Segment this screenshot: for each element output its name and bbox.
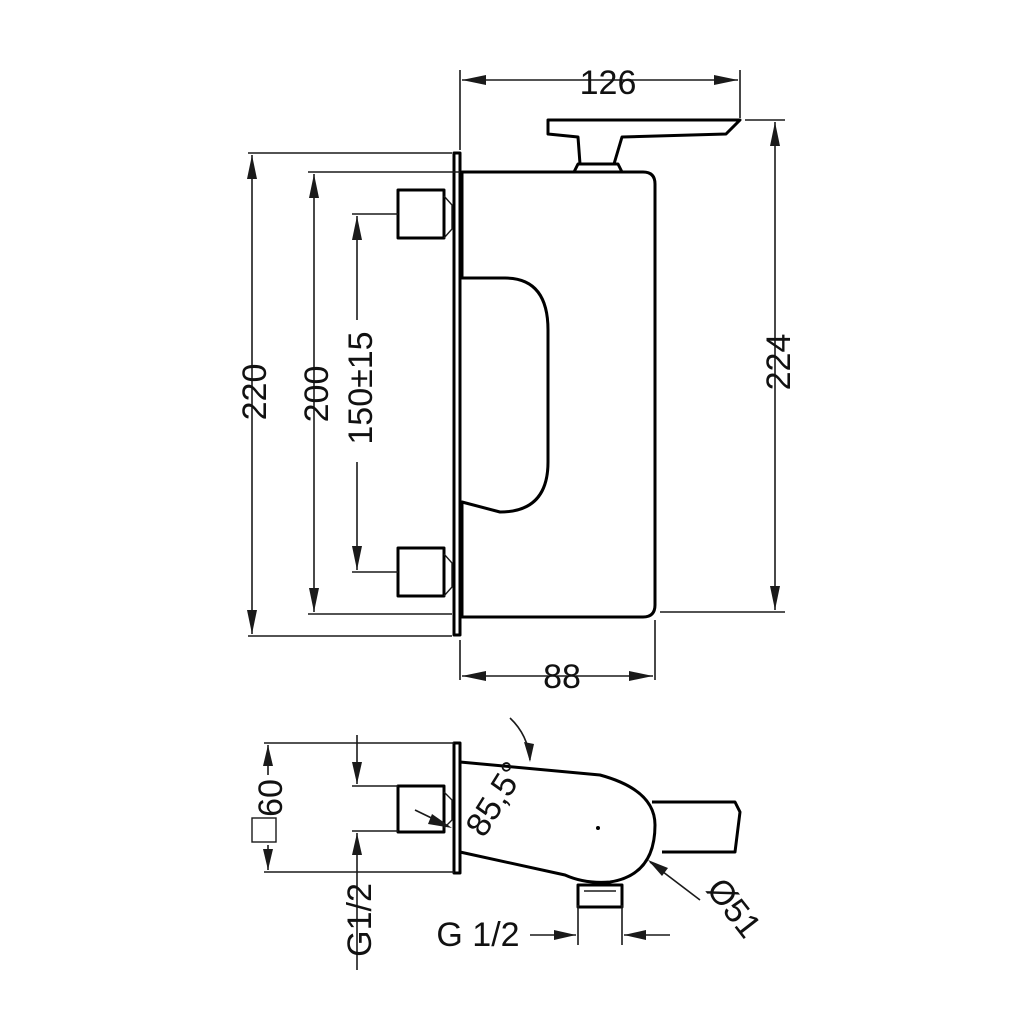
wall-plate <box>452 151 462 637</box>
inlet-nut-bottom <box>443 553 453 597</box>
inlet-connector-top <box>396 188 446 240</box>
dim-88-text: 88 <box>543 658 581 696</box>
side-inlet-connector <box>396 784 446 834</box>
square-symbol-icon <box>251 817 277 843</box>
dim-220: 220 <box>236 155 274 634</box>
dim-200: 200 <box>298 174 336 612</box>
side-lever <box>652 800 742 854</box>
handle-base <box>572 162 624 173</box>
dim-126: 126 <box>462 64 738 102</box>
dim-150: 150±15 <box>342 216 380 570</box>
inlet-nut-top <box>443 195 453 239</box>
dim-square-60-text: 60 <box>252 779 290 817</box>
side-view: 60 G1/2 G 1/2 85,5° <box>251 717 768 970</box>
dim-150-text: 150±15 <box>342 331 380 444</box>
dim-224-text: 224 <box>760 334 798 391</box>
dim-angle: 85,5° <box>414 717 534 843</box>
dim-square-60: 60 <box>251 745 290 870</box>
dim-diameter-text: Ø51 <box>699 871 769 945</box>
front-view: 126 88 224 220 200 <box>236 64 798 696</box>
dim-224: 224 <box>760 122 798 610</box>
dim-126-text: 126 <box>580 64 637 102</box>
dim-g12-inlet: G1/2 <box>341 735 379 970</box>
center-mark <box>596 826 600 830</box>
dim-g12-outlet-text: G 1/2 <box>436 916 519 954</box>
dim-200-text: 200 <box>298 366 336 423</box>
outlet-connector <box>576 883 624 909</box>
dim-angle-text: 85,5° <box>458 755 533 843</box>
side-wall-plate <box>452 741 462 875</box>
side-body <box>459 760 657 884</box>
dim-g12-outlet: G 1/2 <box>436 916 670 954</box>
mixer-body <box>460 170 657 619</box>
dim-diameter: Ø51 <box>648 860 768 945</box>
handle <box>546 118 742 166</box>
inlet-connector-bottom <box>396 546 446 598</box>
dim-220-text: 220 <box>236 364 274 421</box>
dim-88: 88 <box>462 658 653 696</box>
dim-g12-inlet-text: G1/2 <box>341 883 379 957</box>
